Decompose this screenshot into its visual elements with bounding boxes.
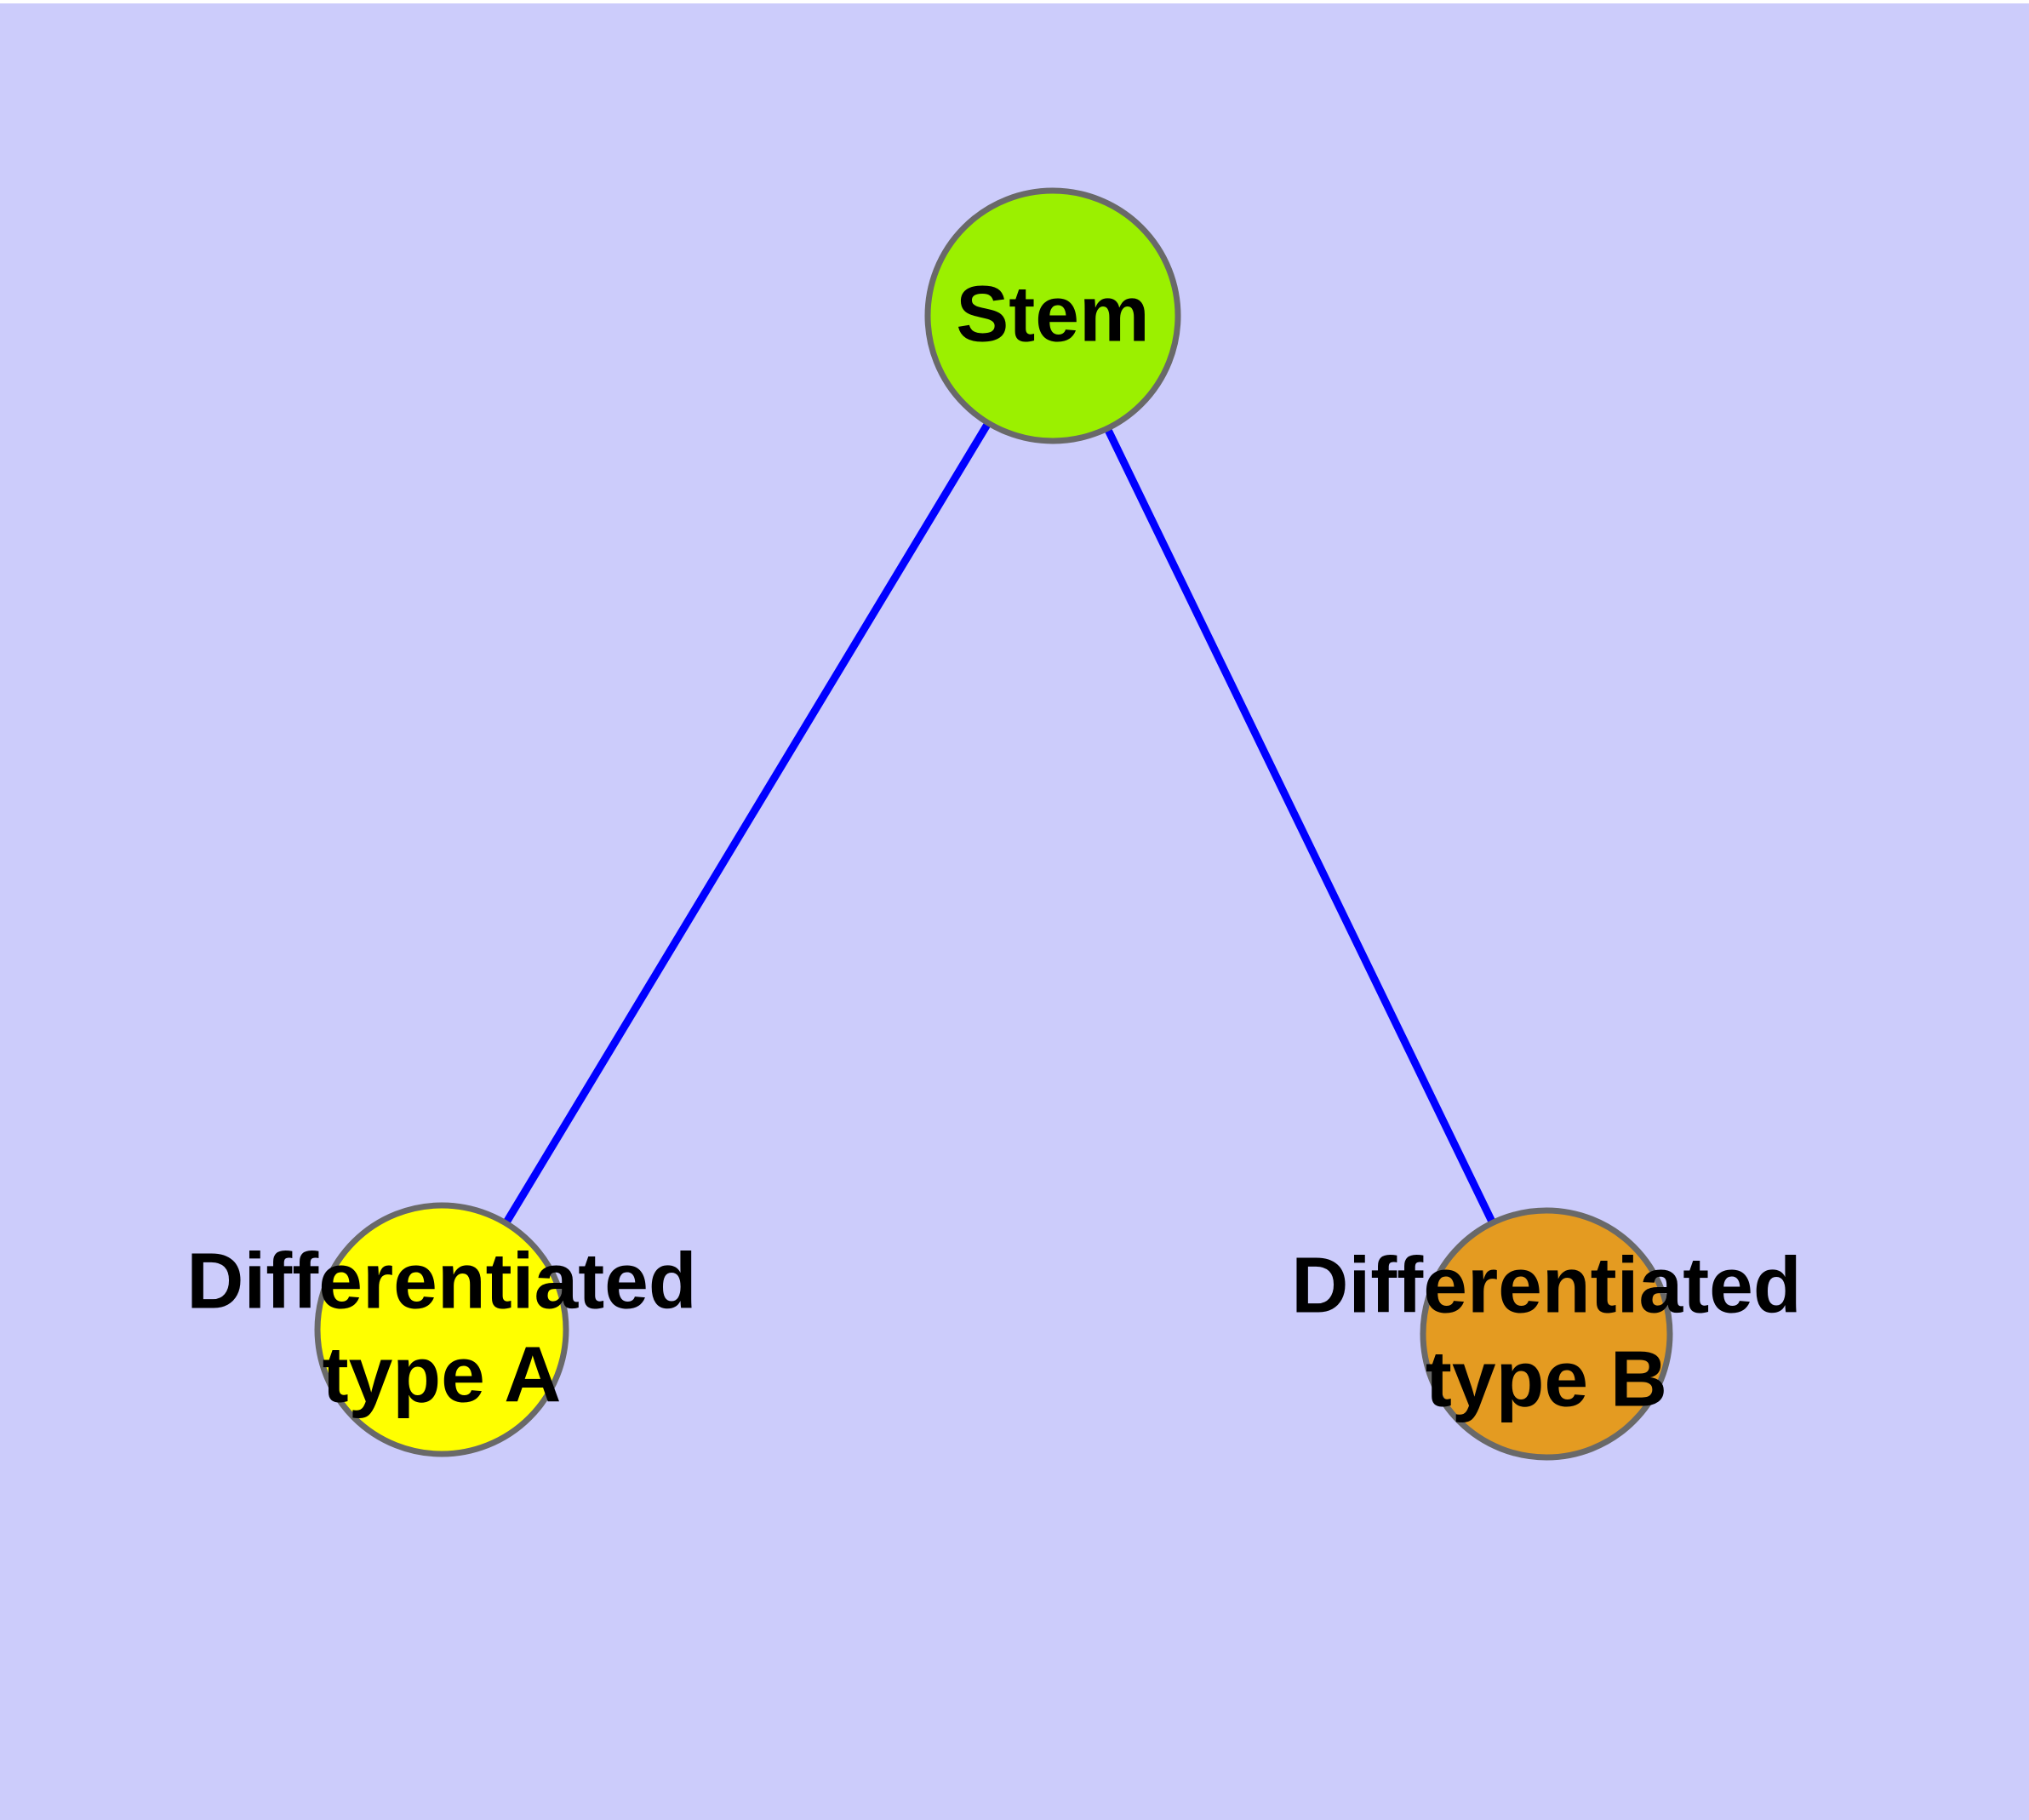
- node-diff-b[interactable]: [1420, 1207, 1673, 1461]
- node-layer: [314, 187, 1673, 1461]
- edge-layer: [438, 313, 1551, 1336]
- node-diff-a-label-line1: Differentiated: [186, 1237, 696, 1325]
- edge-stem-to-diff-a[interactable]: [438, 313, 1056, 1332]
- node-diff-b-circle[interactable]: [1420, 1207, 1673, 1461]
- node-stem-label: Stem: [956, 270, 1149, 358]
- label-layer: Stem Differentiated type A Differentiate…: [186, 270, 1801, 1423]
- edge-stem-to-diff-b[interactable]: [1049, 314, 1551, 1336]
- node-diff-a-label-line2: type A: [323, 1331, 562, 1419]
- node-stem[interactable]: [924, 187, 1181, 444]
- node-diff-b-label-line1: Differentiated: [1291, 1241, 1801, 1330]
- node-stem-circle[interactable]: [924, 187, 1181, 444]
- node-diff-a-circle[interactable]: [314, 1202, 569, 1457]
- node-diff-b-label-line2: type B: [1426, 1335, 1667, 1423]
- node-diff-a[interactable]: [314, 1202, 569, 1457]
